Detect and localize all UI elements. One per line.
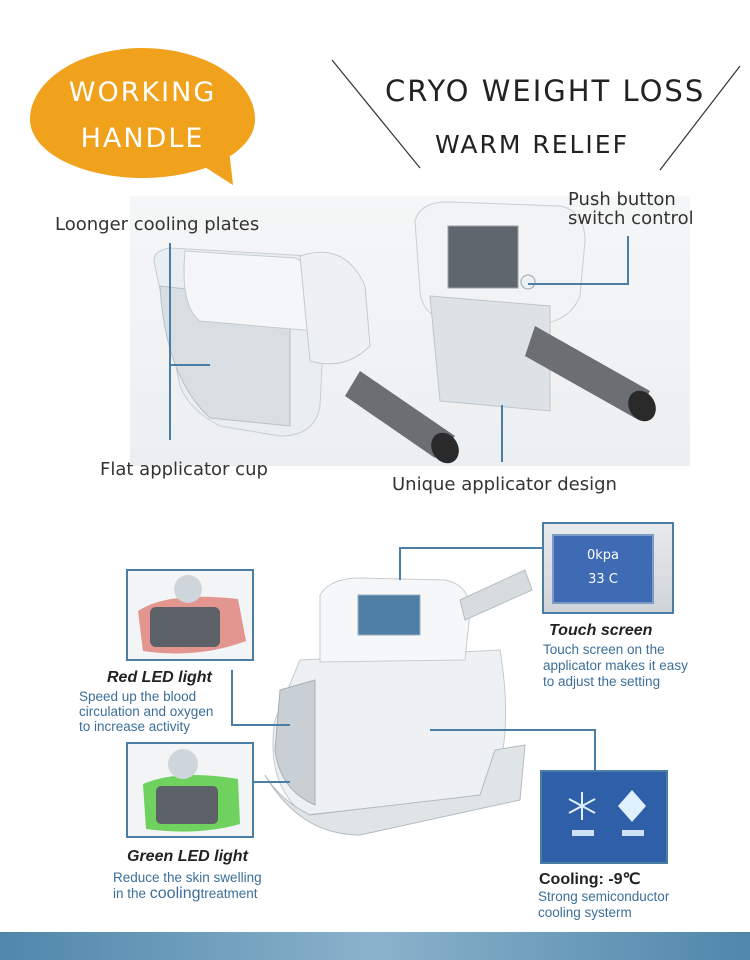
screen-display: 0kpa 33 C [552, 534, 654, 604]
bottom-bar [0, 932, 750, 960]
green-led-plate-icon [128, 744, 252, 836]
label-cooling-plates: Loonger cooling plates [55, 214, 260, 235]
working-handle-badge: WORKING HANDLE [30, 48, 255, 178]
temperature-readout: 33 C [588, 572, 618, 587]
green-led-inset [126, 742, 254, 838]
applicator-illustration [264, 569, 533, 836]
green-led-title: Green LED light [127, 848, 248, 865]
top-connectors [169, 236, 629, 462]
label-flat-cup: Flat applicator cup [100, 459, 268, 480]
touch-screen-inset: 0kpa 33 C [542, 522, 674, 614]
red-led-inset [126, 569, 254, 661]
page-subtitle: WARM RELIEF [435, 130, 629, 159]
red-led-title: Red LED light [107, 669, 212, 686]
red-led-desc-1: Speed up the blood [79, 689, 197, 704]
red-led-desc-2: circulation and oxygen [79, 704, 214, 719]
cooling-inset [540, 770, 668, 864]
cooling-desc-2: cooling systerm [538, 905, 632, 920]
label-push-button-2: switch control [568, 208, 694, 229]
handles-illustration [153, 201, 656, 464]
badge-line-2: HANDLE [80, 123, 205, 154]
touch-screen-desc-2: applicator makes it easy [543, 658, 688, 673]
touch-screen-title: Touch screen [549, 622, 653, 639]
green-led-desc-1: Reduce the skin swelling [113, 870, 262, 885]
cooling-title: Cooling: -9℃ [539, 871, 641, 888]
label-unique-design: Unique applicator design [392, 474, 617, 495]
snowflake-and-diamond-icons [568, 790, 646, 836]
green-led-desc-2: in the coolingtreatment [113, 885, 258, 902]
label-push-button-1: Push button [568, 189, 676, 210]
pressure-readout: 0kpa [586, 548, 620, 563]
diamond-icon [618, 790, 646, 822]
snowflake-icon [568, 792, 596, 820]
page-title: CRYO WEIGHT LOSS [385, 74, 706, 108]
red-led-plate-icon [128, 571, 252, 659]
touch-screen-desc-1: Touch screen on the [543, 642, 665, 657]
badge-line-1: WORKING [68, 77, 217, 108]
header-diagonals [331, 59, 741, 171]
red-led-desc-3: to increase activity [79, 719, 191, 734]
cooling-desc-1: Strong semiconductor [538, 889, 670, 904]
touch-screen-desc-3: to adjust the setting [543, 674, 661, 689]
